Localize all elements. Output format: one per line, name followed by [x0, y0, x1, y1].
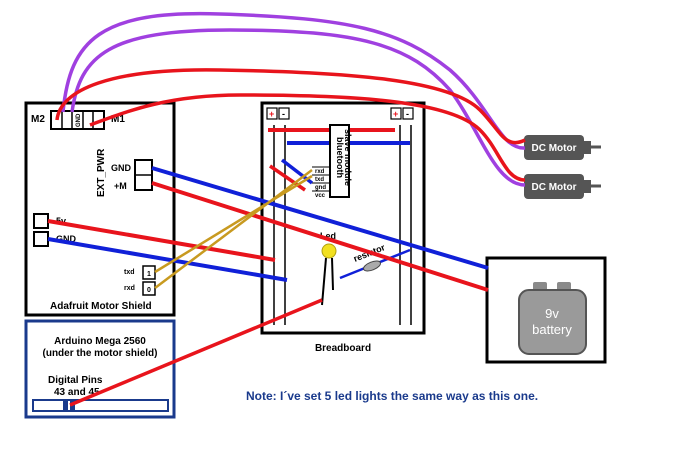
bt-vcc-jumper [269, 164, 306, 192]
pin-0 [142, 281, 156, 296]
motor-shield: M2 M1 GND EXT_PWR GND +M 5v GND txd rxd … [24, 101, 176, 317]
led-label: Led [320, 231, 336, 241]
ext-gnd-label: GND [111, 163, 132, 173]
pin-1 [142, 265, 156, 280]
5v-to-breadboard-wire [47, 219, 276, 262]
digital-pins-numbers: 43 and 45 [54, 387, 100, 398]
m2-label: M2 [31, 114, 45, 125]
gnd-pin [33, 231, 49, 247]
dc-motor-top: DC Motor [524, 135, 601, 160]
dc-motor-label: DC Motor [532, 182, 577, 193]
mega-title: Arduino Mega 2560 [54, 336, 146, 347]
purple-motor-wire [70, 28, 526, 187]
bt-gnd-label: gnd [315, 185, 326, 191]
5v-label: 5v [56, 216, 66, 226]
bluetooth-module: bluetooth slave module rxd txd gnd vcc [312, 124, 353, 199]
battery-voltage: 9v [545, 306, 559, 321]
pin-1-label: 1 [147, 271, 151, 278]
breadboard-label: Breadboard [315, 343, 371, 354]
note-text: Note: I´ve set 5 led lights the same way… [246, 389, 538, 403]
battery-label: battery [532, 322, 572, 337]
dc-motor-bottom: DC Motor [524, 174, 601, 199]
arduino-mega: Arduino Mega 2560 (under the motor shiel… [24, 319, 176, 419]
mega-subtitle: (under the motor shield) [43, 348, 158, 359]
terminal-gnd-label: GND [76, 113, 82, 127]
battery-body [518, 289, 587, 355]
bt-txd-label: txd [315, 177, 324, 183]
ext-pwr-label: EXT_PWR [96, 148, 107, 197]
ext-gnd-to-battery-wire [151, 166, 489, 270]
dc-motor-body [524, 135, 584, 160]
rxd-wire [154, 169, 313, 289]
5v-pin [33, 213, 49, 229]
purple-motor-wire [61, 11, 526, 150]
led-bulb [321, 243, 337, 259]
digital-pin-header [32, 399, 169, 412]
bluetooth-label-2: slave module [343, 129, 353, 186]
ext-plus-m-label: +M [114, 181, 127, 191]
red-motor-wire [89, 93, 526, 182]
ext-plus-to-battery-wire [151, 181, 489, 292]
txd-wire [154, 174, 313, 274]
dc-motor-body [524, 174, 584, 199]
bt-rxd-label: rxd [315, 169, 325, 175]
bluetooth-label-1: bluetooth [335, 137, 345, 178]
rail-plus-right: + [393, 109, 398, 119]
resistor-body [363, 260, 381, 272]
motor-shield-title: Adafruit Motor Shield [50, 301, 152, 312]
rail-plus-left: + [269, 109, 274, 119]
bluetooth-module-body [329, 124, 350, 198]
digital-pin-to-led-wire [69, 298, 323, 407]
gnd-to-breadboard-wire [47, 237, 288, 282]
gnd-label: GND [56, 234, 77, 244]
m1-label: M1 [111, 114, 125, 125]
rail-minus-right: - [406, 109, 409, 119]
rxd-label: rxd [124, 285, 135, 292]
pin-0-label: 0 [147, 287, 151, 294]
txd-label: txd [124, 269, 135, 276]
bt-vcc-label: vcc [315, 193, 326, 199]
dc-motor-label: DC Motor [532, 143, 577, 154]
battery: 9v battery [485, 256, 607, 364]
rail-minus-left: - [282, 109, 285, 119]
led: Led [320, 231, 337, 306]
red-motor-wire [55, 68, 526, 145]
digital-pins-label: Digital Pins [48, 375, 103, 386]
